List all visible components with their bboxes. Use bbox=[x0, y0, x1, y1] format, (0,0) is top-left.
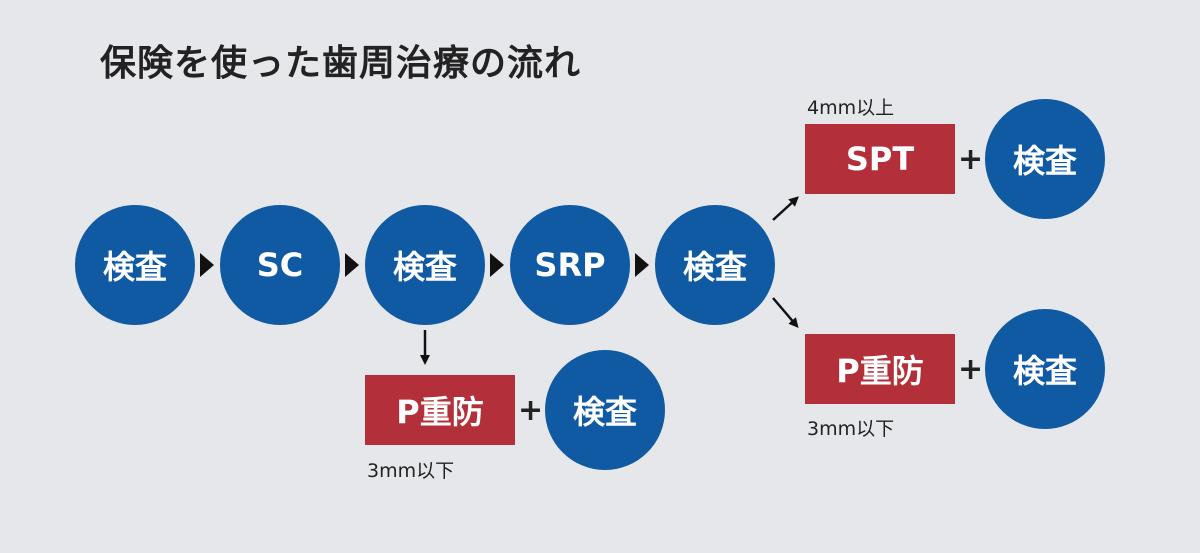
flow-arrow-2-icon bbox=[345, 253, 359, 277]
step-exam-2: 検査 bbox=[365, 205, 485, 325]
step-sc: SC bbox=[220, 205, 340, 325]
lower-plus-sign: + bbox=[958, 352, 984, 387]
up-right-arrow-icon bbox=[772, 196, 799, 221]
step-exam-3: 検査 bbox=[655, 205, 775, 325]
upper-plus-sign: + bbox=[958, 142, 984, 177]
step-srp: SRP bbox=[510, 205, 630, 325]
bottom-exam-circle: 検査 bbox=[545, 350, 665, 470]
page-title: 保険を使った歯周治療の流れ bbox=[100, 42, 582, 84]
spt-box: SPT bbox=[805, 124, 955, 194]
upper-exam-circle: 検査 bbox=[985, 99, 1105, 219]
bottom-plus-sign: + bbox=[518, 393, 544, 428]
upper-depth-note: 4mm以上 bbox=[807, 97, 895, 119]
down-right-arrow-icon bbox=[772, 297, 799, 329]
lower-p-maintenance-box: P重防 bbox=[805, 334, 955, 404]
flow-arrow-1-icon bbox=[200, 253, 214, 277]
lower-depth-note: 3mm以下 bbox=[807, 418, 895, 440]
bottom-depth-note: 3mm以下 bbox=[367, 460, 455, 482]
flow-arrow-4-icon bbox=[635, 253, 649, 277]
bottom-p-maintenance-box: P重防 bbox=[365, 375, 515, 445]
flow-arrow-3-icon bbox=[490, 253, 504, 277]
step-exam-1: 検査 bbox=[75, 205, 195, 325]
lower-exam-circle: 検査 bbox=[985, 309, 1105, 429]
